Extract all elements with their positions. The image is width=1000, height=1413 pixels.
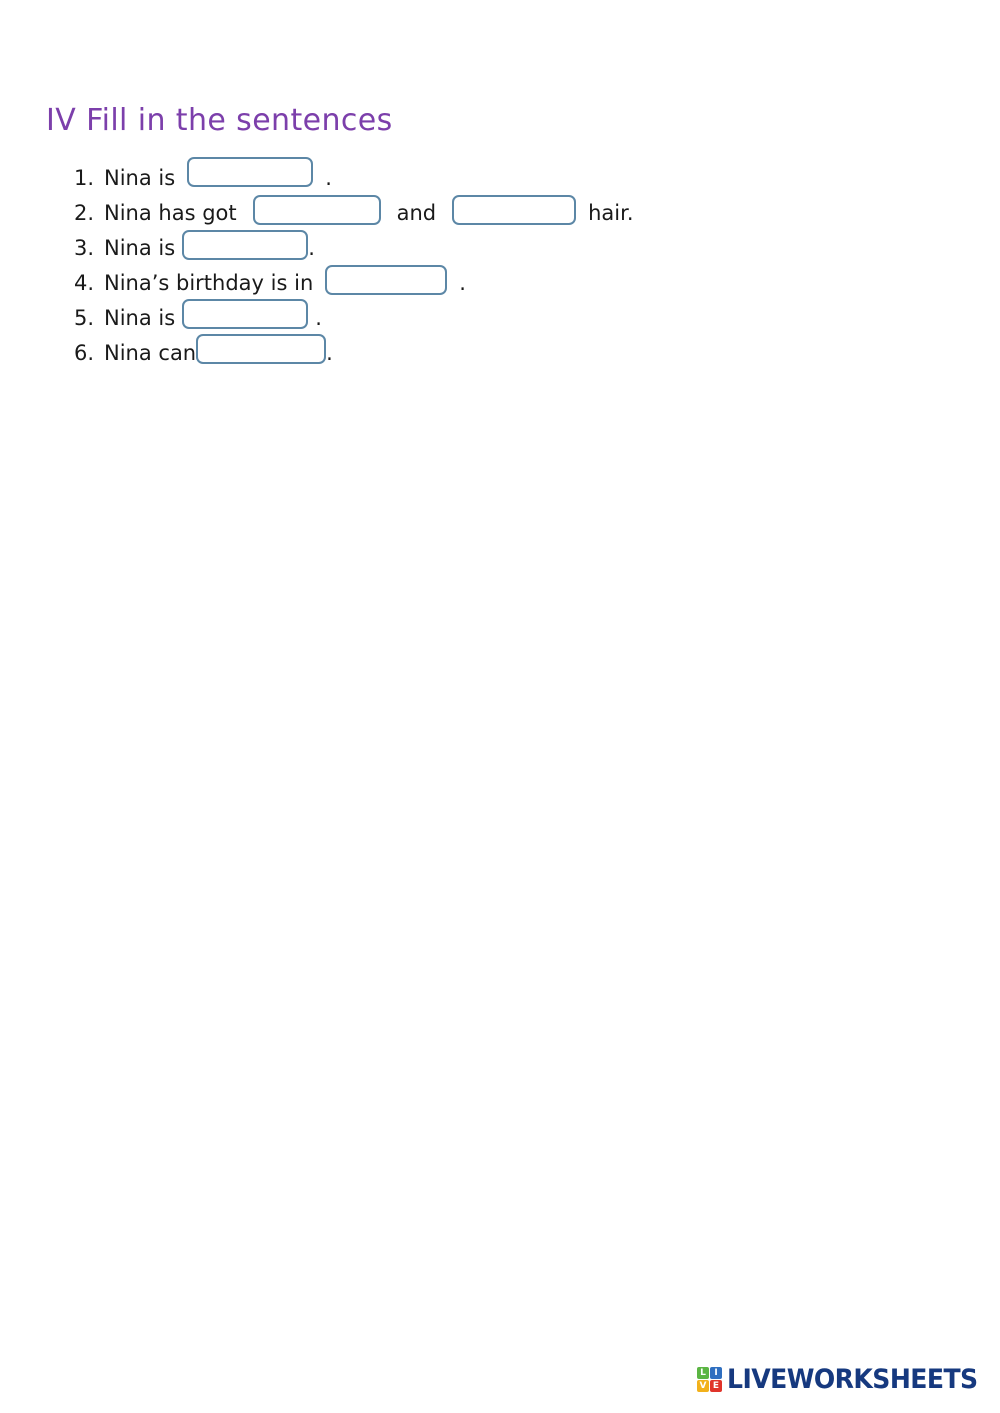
question-row-3: 3. Nina is . bbox=[74, 229, 934, 265]
liveworksheets-logo: L I V E LIVEWORKSHEETS bbox=[697, 1366, 996, 1393]
logo-squares-icon: L I V E bbox=[697, 1367, 722, 1392]
question-text-1-after: . bbox=[325, 165, 332, 190]
question-row-4: 4. Nina’s birthday is in . bbox=[74, 264, 934, 300]
answer-input-2b[interactable] bbox=[452, 194, 577, 225]
question-text-2-before: Nina has got bbox=[104, 200, 237, 225]
question-text-3-before: Nina is bbox=[104, 235, 176, 260]
question-row-2: 2. Nina has got and hair. bbox=[74, 194, 934, 230]
question-text-4-before: Nina’s birthday is in bbox=[104, 270, 314, 295]
question-row-6: 6. Nina can . bbox=[74, 333, 934, 370]
question-row-5: 5. Nina is . bbox=[74, 298, 934, 335]
question-row-1: 1. Nina is . bbox=[74, 156, 934, 195]
logo-square-e: E bbox=[710, 1380, 722, 1392]
answer-input-6[interactable] bbox=[196, 333, 327, 364]
question-text-5-before: Nina is bbox=[104, 305, 176, 330]
question-number-2: 2. bbox=[74, 200, 95, 225]
answer-input-2a[interactable] bbox=[252, 194, 381, 225]
question-number-3: 3. bbox=[74, 235, 95, 260]
question-text-5-after: . bbox=[315, 305, 322, 330]
question-text-2-middle: and bbox=[396, 200, 437, 225]
logo-square-v: V bbox=[697, 1380, 709, 1392]
logo-square-i: I bbox=[710, 1367, 722, 1379]
question-list: 1. Nina is . 2. Nina has got and hair. 3… bbox=[74, 156, 934, 370]
answer-input-4[interactable] bbox=[325, 264, 448, 295]
question-text-6-before: Nina can bbox=[104, 340, 197, 365]
question-number-6: 6. bbox=[74, 340, 95, 365]
logo-square-l: L bbox=[697, 1367, 709, 1379]
question-number-5: 5. bbox=[74, 305, 95, 330]
logo-wordmark: LIVEWORKSHEETS bbox=[727, 1364, 978, 1395]
question-text-4-after: . bbox=[459, 270, 466, 295]
question-number-1: 1. bbox=[74, 165, 95, 190]
question-number-4: 4. bbox=[74, 270, 95, 295]
question-text-1-before: Nina is bbox=[104, 165, 176, 190]
answer-input-5[interactable] bbox=[182, 298, 309, 329]
page-title: IV Fill in the sentences bbox=[46, 103, 393, 138]
question-text-3-after: . bbox=[308, 235, 315, 260]
answer-input-3[interactable] bbox=[182, 229, 309, 260]
question-text-2-after: hair. bbox=[588, 200, 634, 225]
question-text-6-after: . bbox=[326, 340, 333, 365]
answer-input-1[interactable] bbox=[187, 156, 314, 187]
